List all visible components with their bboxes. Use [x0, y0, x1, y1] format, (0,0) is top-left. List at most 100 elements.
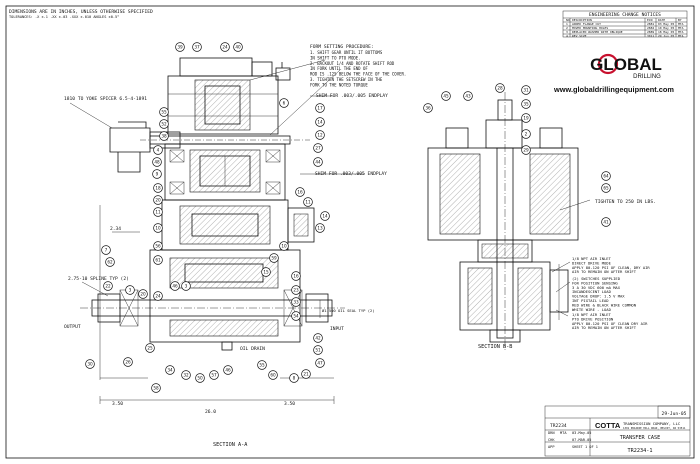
balloon-a-number: 60	[270, 373, 276, 378]
balloon-b-number: 45	[443, 94, 449, 99]
balloon-a-number: 4	[157, 148, 160, 153]
section-aa-label: SECTION A-A	[213, 442, 248, 448]
balloon-a-circle	[181, 281, 191, 291]
air-note-2-line: 1/8 NPT AIR INLET	[572, 312, 612, 317]
tighten-label: TIGHTEN TO 250 IN LBS.	[595, 199, 656, 205]
balloon-a-circle	[105, 257, 115, 267]
balloon-a-number: 14	[317, 120, 323, 125]
dim-right: 3.50	[284, 401, 295, 407]
balloon-a-circle	[101, 245, 111, 255]
balloon-a-circle	[315, 130, 325, 140]
balloon-a-number: 33	[293, 300, 299, 305]
air-note-1-line: AIR TO REMAIN ON AFTER SHIFT	[572, 269, 637, 274]
balloon-b-number: 65	[603, 186, 609, 191]
balloon-a-number: 17	[317, 106, 323, 111]
balloon-a-circle	[153, 291, 163, 301]
balloon-a-number: 15	[263, 270, 269, 275]
eco-cell: MTA	[678, 26, 684, 30]
balloon-a-circle	[181, 370, 191, 380]
balloon-a-circle	[159, 119, 169, 129]
eco-cell: 18 May 05	[658, 30, 674, 34]
balloon-a-circle	[170, 281, 180, 291]
eco-header-cell: DATE	[658, 18, 665, 22]
balloon-a-circle	[291, 271, 301, 281]
eco-cell: 2881	[647, 22, 654, 26]
tb-part-top: TR2234	[550, 423, 567, 429]
balloon-a-number: 6	[283, 101, 286, 106]
balloon-a-number: 57	[211, 373, 217, 378]
balloon-a-circle	[153, 241, 163, 251]
balloon-b-number: 35	[523, 102, 529, 107]
balloon-a-number: 52	[161, 122, 167, 127]
procedure-line: 3. TIGHTEN THE SETSCREW IN THE	[310, 77, 383, 82]
balloon-a-number: 23	[293, 288, 299, 293]
balloon-a-number: 11	[155, 210, 161, 215]
balloon-b-circle	[601, 217, 611, 227]
procedure-line: IN FORK UNTIL THE END OF	[310, 66, 368, 71]
procedure-line: 1. SHIFT GEAR UNTIL IT BOTTOMS	[310, 50, 383, 55]
eco-header-cell: DESCRIPTION	[572, 18, 592, 22]
balloon-b-number: 2	[525, 132, 528, 137]
balloon-b-number: 31	[523, 88, 529, 93]
tb-row-label: CHK	[548, 438, 555, 442]
balloon-a-number: 18	[155, 186, 161, 191]
shim-label-1: SHIM FOR .003/.005 ENDPLAY	[316, 93, 388, 99]
sheet-border	[5, 5, 695, 459]
eco-title: ENGINEERING CHANGE NOTICES	[589, 12, 661, 18]
balloon-a-number: 9	[156, 172, 159, 177]
balloon-a-circle	[301, 369, 311, 379]
balloon-a-number: 10	[281, 244, 287, 249]
balloon-a-circle	[269, 253, 279, 263]
balloon-a-number: 3	[129, 288, 132, 293]
balloon-a-circle	[153, 223, 163, 233]
balloon-a-number: 32	[183, 373, 189, 378]
balloon-a-number: 11	[305, 200, 311, 205]
eco-cell: REV SIZE	[572, 34, 587, 38]
balloon-a-circle	[289, 373, 299, 383]
balloon-b-number: 19	[523, 116, 529, 121]
balloon-b-number: 43	[465, 94, 471, 99]
balloon-a-circle	[261, 267, 271, 277]
balloon-b-circle	[441, 91, 451, 101]
procedure-line: ROD IS .125 BELOW THE FACE OF THE COVER.	[310, 72, 406, 77]
balloon-a-circle	[279, 98, 289, 108]
balloon-a-circle	[313, 157, 323, 167]
switch-note-line: RED WIRE & BLACK WIRE COMMON	[572, 302, 637, 307]
balloon-a-circle	[159, 107, 169, 117]
balloon-a-circle	[153, 195, 163, 205]
balloon-a-number: 3	[185, 284, 188, 289]
eco-cell: 29 Jun 05	[658, 34, 674, 38]
balloon-a-circle	[315, 358, 325, 368]
balloon-a-circle	[279, 241, 289, 251]
balloon-a-circle	[268, 370, 278, 380]
balloon-a-circle	[153, 183, 163, 193]
balloon-a-circle	[315, 117, 325, 127]
eco-cell: 4	[566, 34, 568, 38]
input-label: INPUT	[330, 326, 344, 332]
logo-sub: DRILLING	[633, 74, 661, 80]
balloon-a-circle	[291, 311, 301, 321]
balloon-a-circle	[138, 289, 148, 299]
balloon-b-number: 28	[497, 86, 503, 91]
balloon-a-number: 8	[293, 376, 296, 381]
balloon-a-number: 26	[125, 360, 131, 365]
eco-header-cell: BY	[678, 18, 682, 22]
balloon-a-circle	[295, 187, 305, 197]
balloon-b-circle	[495, 83, 505, 93]
procedure-title: FORM SETTING PROCEDURE:	[310, 44, 374, 50]
switch-note-line: INCANDESCENT LOAD	[572, 289, 612, 294]
form-setting-procedure: FORM SETTING PROCEDURE: 1. SHIFT GEAR UN…	[310, 44, 406, 87]
tb-row-label: APP	[548, 445, 555, 449]
balloon-a-circle	[103, 281, 113, 291]
tb-row-date: 07-MAR-05	[572, 438, 591, 442]
eco-cell: MOVED MOUNTING HOLES	[572, 26, 608, 30]
balloon-a-circle	[315, 223, 325, 233]
air-note-2-line: APPLY 80-120 PSI OF CLEAN DRY AIR	[572, 321, 648, 326]
balloon-a-number: 20	[140, 292, 146, 297]
dim-234: 2.34	[110, 226, 121, 232]
balloon-a-number: 14	[322, 214, 328, 219]
balloon-a-number: 44	[315, 160, 321, 165]
